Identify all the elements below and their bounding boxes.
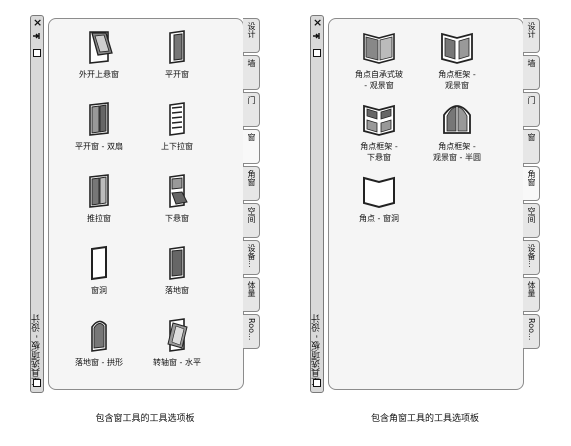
tab-equipment[interactable]: 设备... (523, 240, 540, 275)
tool-corner-frame-hopper-window[interactable]: 角点框架 - 下悬窗 (339, 101, 419, 163)
corner-picture-window-icon (363, 32, 395, 64)
auto-hide-icon[interactable] (33, 33, 41, 39)
tab-walls[interactable]: 墙 (243, 55, 260, 90)
tool-sliding-window[interactable]: 推拉窗 (59, 173, 139, 224)
corner-frame-hopper-window-icon (363, 104, 395, 136)
tool-awning-window[interactable]: 外开上悬窗 (59, 29, 139, 80)
tab-walls[interactable]: 墙 (523, 55, 540, 90)
tool-corner-frame-halfround-window[interactable]: 角点框架 - 观景窗 - 半圆 (417, 101, 497, 163)
tool-label: 角点框架 - 下悬窗 (360, 142, 398, 162)
tool-label: 角点 - 窗洞 (359, 214, 399, 223)
tab-windows[interactable]: 窗 (523, 129, 540, 164)
tab-spaces[interactable]: 空间 (243, 203, 260, 238)
properties-menu-icon[interactable] (313, 49, 321, 57)
tab-equipment[interactable]: 设备... (243, 240, 260, 275)
tool-corner-frame-picture-window[interactable]: 角点框架 - 观景窗 (417, 29, 497, 91)
arched-floor-window-icon (91, 320, 107, 352)
tool-label: 落地窗 - 拱形 (75, 358, 123, 367)
floor-window-icon (169, 246, 185, 280)
tab-design[interactable]: 设计 (243, 18, 260, 53)
tab-doors[interactable]: 门 (243, 92, 260, 127)
palette-title: 工具选项板 - 设计 (32, 314, 42, 386)
tab-doors[interactable]: 门 (523, 92, 540, 127)
tool-double-casement-window[interactable]: 平开窗 - 双扇 (59, 101, 139, 152)
corner-opening-icon (363, 176, 395, 209)
tool-palette-window-tools: × 工具选项板 - 设计 外开上悬窗 平开窗 (30, 15, 260, 393)
sliding-window-icon (89, 174, 109, 208)
tool-label: 角点框架 - 观景窗 (438, 70, 476, 90)
palette-title: 工具选项板 - 设计 (312, 314, 322, 386)
tab-corner-windows[interactable]: 角窗 (523, 166, 540, 201)
tab-massing[interactable]: 体量 (523, 277, 540, 312)
palette-tabs: 设计 墙 门 窗 角窗 空间 设备... 体量 Roo... (523, 18, 540, 351)
auto-hide-icon[interactable] (313, 33, 321, 39)
window-opening-icon (91, 245, 107, 281)
tab-corner-windows[interactable]: 角窗 (243, 166, 260, 201)
tool-label: 落地窗 (165, 286, 189, 295)
tool-label: 上下拉窗 (161, 142, 193, 151)
palette-title-bar[interactable]: × 工具选项板 - 设计 (310, 15, 324, 393)
caption-left: 包含窗工具的工具选项板 (95, 414, 195, 424)
tool-arched-floor-window[interactable]: 落地窗 - 拱形 (59, 317, 139, 368)
pivot-window-icon (167, 318, 188, 352)
tool-label: 角点自承式玻 - 观景窗 (355, 70, 403, 90)
tab-roof[interactable]: Roo... (523, 314, 540, 349)
tab-roof[interactable]: Roo... (243, 314, 260, 349)
tool-label: 窗洞 (91, 286, 107, 295)
casement-window-icon (169, 30, 185, 64)
tool-palette-corner-window-tools: × 工具选项板 - 设计 角点自承式玻 - 观景窗 角点框架 - 观景窗 (310, 15, 540, 393)
corner-frame-picture-window-icon (441, 32, 473, 64)
tab-design[interactable]: 设计 (523, 18, 540, 53)
tool-window-opening[interactable]: 窗洞 (59, 245, 139, 296)
tool-label: 平开窗 - 双扇 (75, 142, 123, 151)
properties-menu-icon[interactable] (33, 49, 41, 57)
double-casement-window-icon (89, 102, 109, 136)
palette-title-bar[interactable]: × 工具选项板 - 设计 (30, 15, 44, 393)
tool-label: 下悬窗 (165, 214, 189, 223)
palette-properties-icon[interactable] (33, 379, 41, 387)
tool-corner-opening[interactable]: 角点 - 窗洞 (339, 173, 419, 224)
close-icon[interactable]: × (313, 16, 323, 29)
tool-panel: 角点自承式玻 - 观景窗 角点框架 - 观景窗 角点框架 - 下悬窗 (328, 18, 524, 390)
tool-label: 外开上悬窗 (79, 70, 119, 79)
tool-label: 角点框架 - 观景窗 - 半圆 (433, 142, 481, 162)
tab-massing[interactable]: 体量 (243, 277, 260, 312)
tool-label: 转轴窗 - 水平 (153, 358, 201, 367)
tool-pivot-window[interactable]: 转轴窗 - 水平 (137, 317, 217, 368)
tab-windows[interactable]: 窗 (243, 129, 260, 164)
awning-window-icon (89, 31, 113, 64)
caption-right: 包含角窗工具的工具选项板 (370, 414, 479, 424)
tool-casement-window[interactable]: 平开窗 (137, 29, 217, 80)
tab-spaces[interactable]: 空间 (523, 203, 540, 238)
close-icon[interactable]: × (33, 16, 43, 29)
tool-hung-window[interactable]: 上下拉窗 (137, 101, 217, 152)
palette-properties-icon[interactable] (313, 379, 321, 387)
hung-window-icon (169, 102, 185, 136)
palette-tabs: 设计 墙 门 窗 角窗 空间 设备... 体量 Roo... (243, 18, 260, 351)
tool-panel: 外开上悬窗 平开窗 平开窗 - 双扇 上下拉窗 (48, 18, 244, 390)
tool-label: 推拉窗 (87, 214, 111, 223)
tool-corner-picture-window[interactable]: 角点自承式玻 - 观景窗 (339, 29, 419, 91)
tool-floor-window[interactable]: 落地窗 (137, 245, 217, 296)
hopper-window-icon (169, 174, 188, 208)
corner-frame-halfround-window-icon (443, 105, 471, 134)
tool-label: 平开窗 (165, 70, 189, 79)
tool-hopper-window[interactable]: 下悬窗 (137, 173, 217, 224)
